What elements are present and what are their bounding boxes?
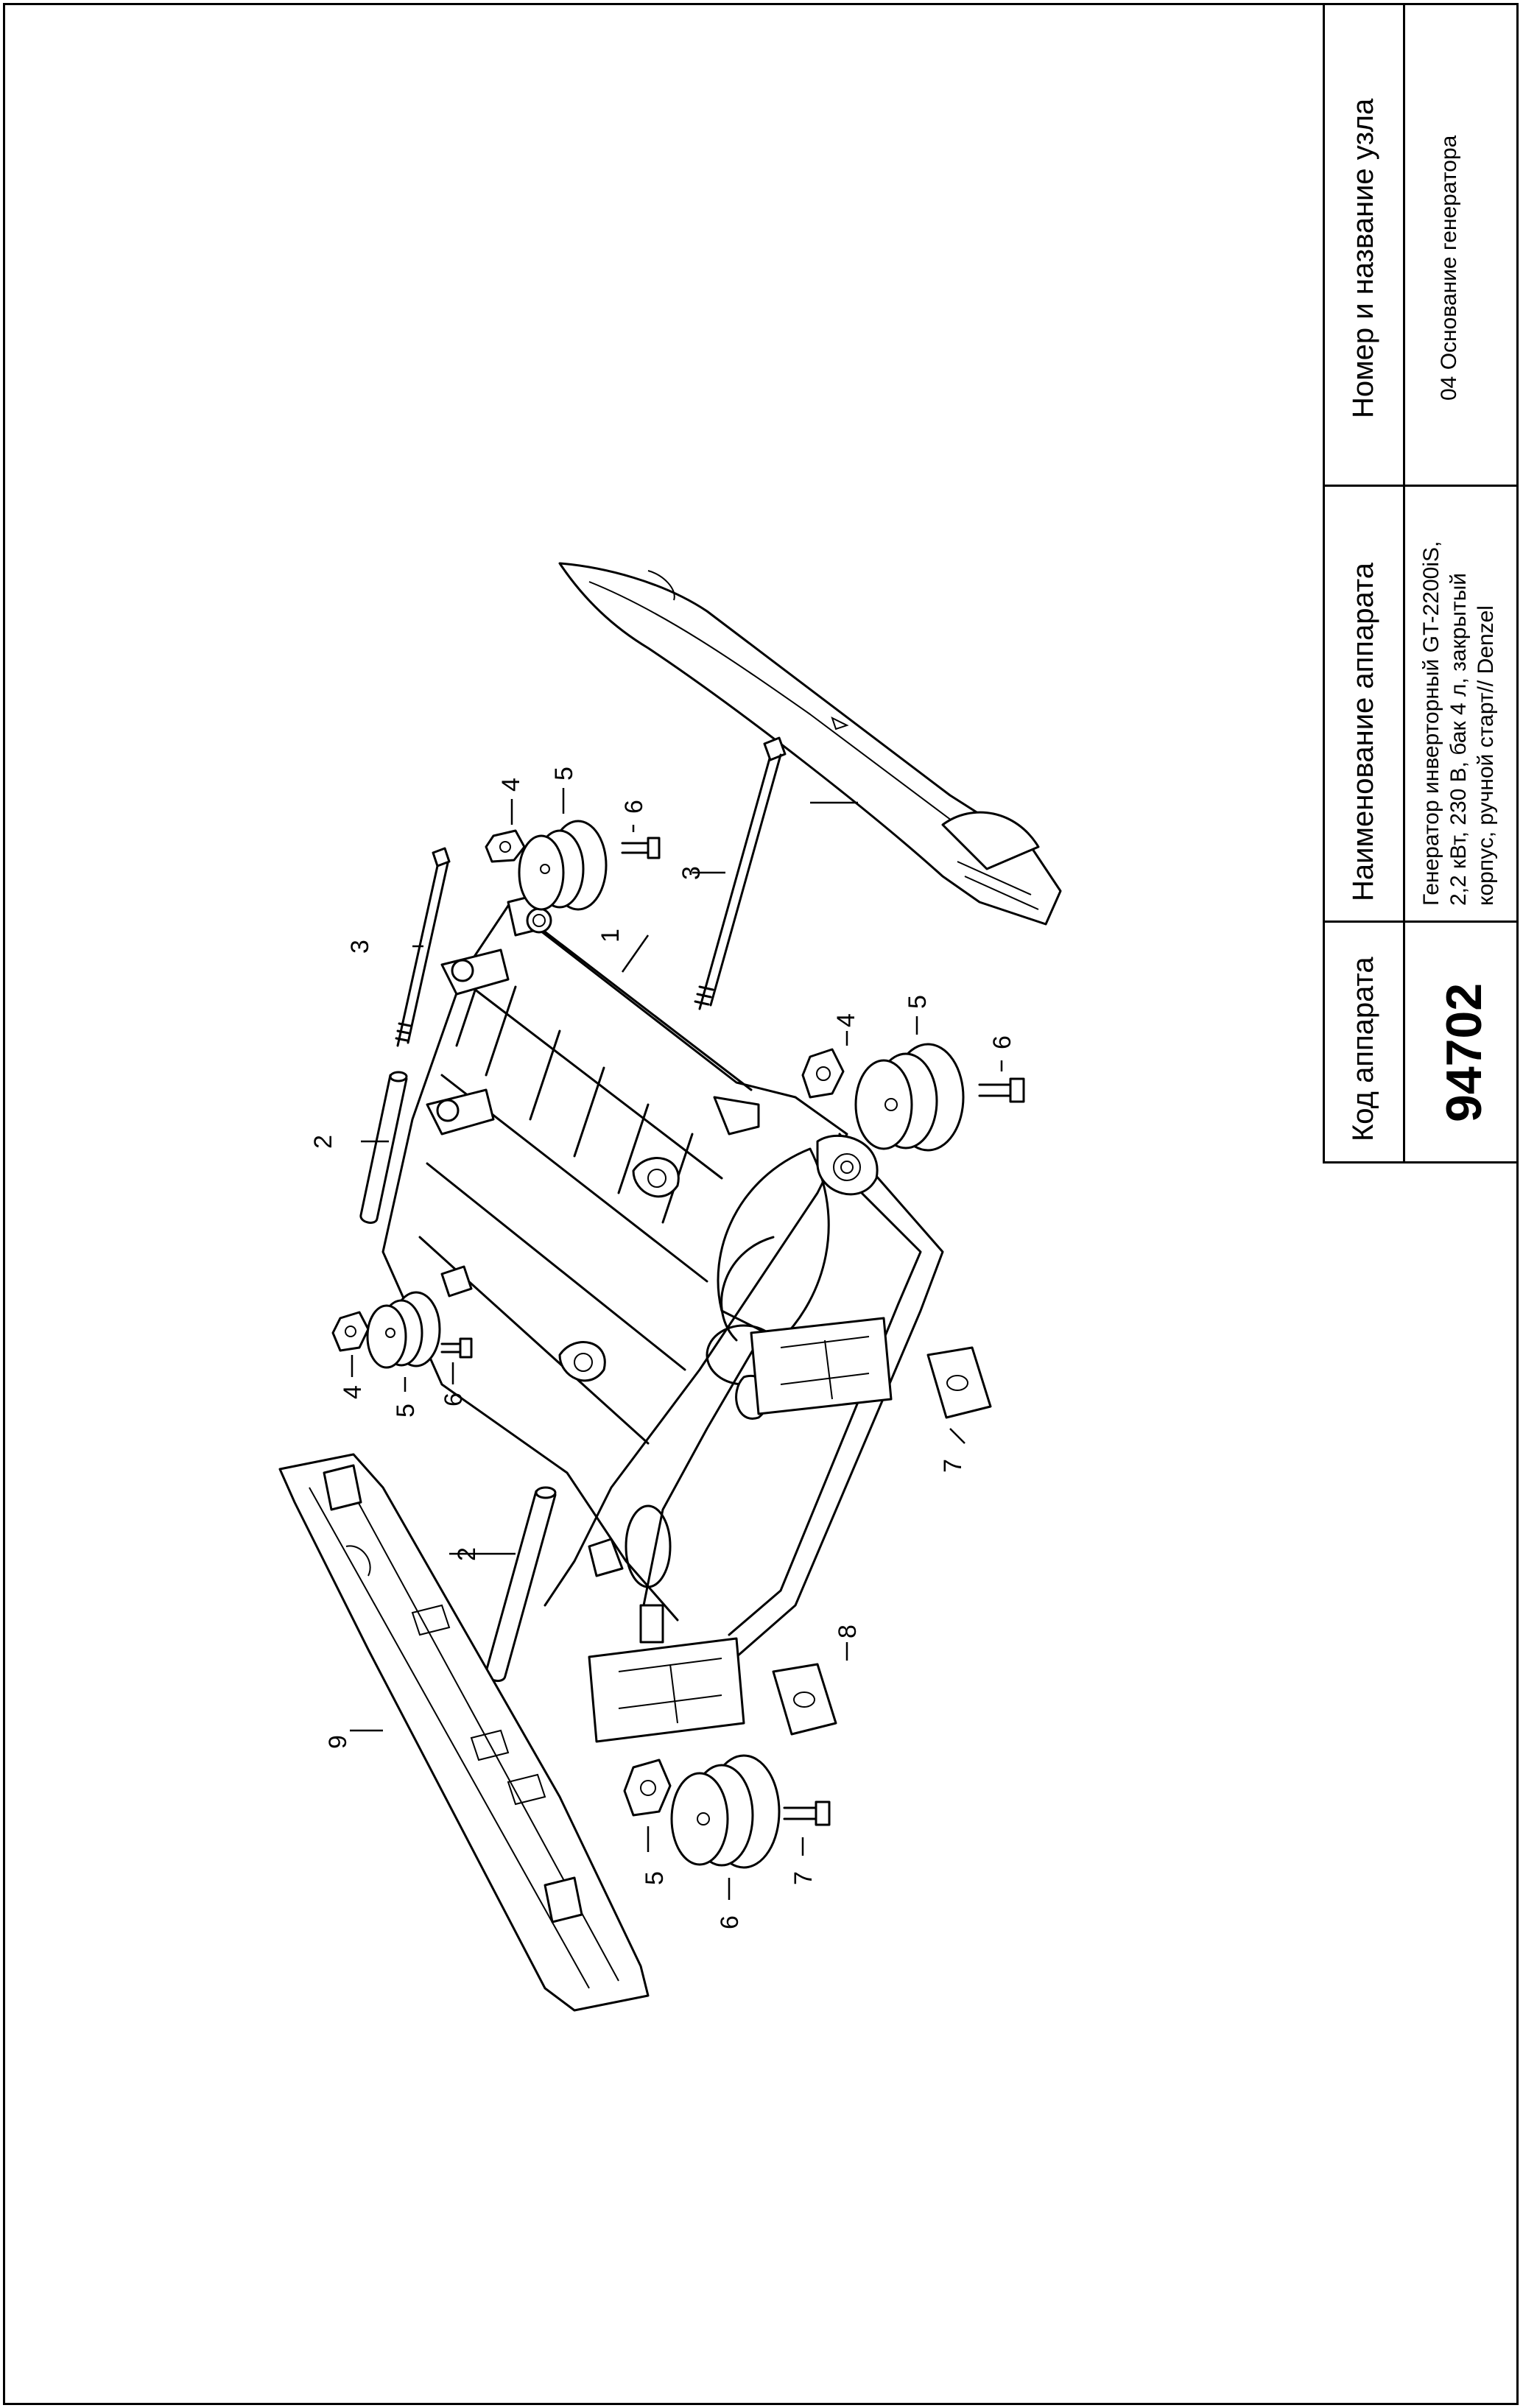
callout-labels: 1 2 2 3 3 4 4 4 5 5 5 5 6 6 6 6 7 7 8 9 <box>309 767 1016 1929</box>
callout-2: 2 <box>309 1135 337 1149</box>
part-7-clip-nut <box>772 1663 837 1736</box>
callout-4: 5 <box>641 1871 669 1885</box>
part-8-side-cover <box>278 1453 650 2012</box>
part-5-rubber-mount <box>854 1043 965 1152</box>
callout-4: 4 <box>339 1385 367 1399</box>
drawing-frame <box>3 3 1519 2405</box>
part-6-bolt <box>783 1800 831 1826</box>
part-5-rubber-mount <box>518 820 608 911</box>
callout-7: 7 <box>939 1459 967 1473</box>
part-6-bolt <box>440 1337 473 1359</box>
part-1-frame <box>381 893 944 1658</box>
callout-6: 6 <box>988 1035 1016 1049</box>
callout-5: 6 <box>716 1915 744 1929</box>
callout-7: 8 <box>834 1624 862 1638</box>
callout-6: 6 <box>620 800 648 814</box>
part-6-bolt <box>621 837 661 859</box>
callout-8: 9 <box>324 1735 352 1749</box>
title-block-row-divider <box>1325 485 1519 487</box>
part-5-rubber-mount <box>366 1291 441 1369</box>
callout-6: 6 <box>440 1393 468 1407</box>
callout-5: 5 <box>550 767 578 781</box>
callout-3: 3 <box>346 940 374 954</box>
part-4-nut <box>623 1759 672 1817</box>
part-3-bolt <box>395 847 451 1047</box>
callout-1: 1 <box>597 929 625 943</box>
part-3-bolt <box>694 736 787 1010</box>
part-4-nut <box>801 1048 845 1099</box>
part-4-nut <box>485 829 526 863</box>
title-block-column-divider <box>1403 3 1405 1161</box>
leader-lines <box>350 788 1003 1900</box>
part-7-clip-nut <box>926 1346 992 1419</box>
part-2-sleeve <box>485 1486 557 1683</box>
callout-6: 7 <box>789 1871 817 1885</box>
callout-4: 4 <box>832 1013 860 1027</box>
callout-5: 5 <box>904 995 932 1009</box>
title-block-row-divider <box>1325 920 1519 923</box>
part-2-sleeve <box>359 1071 408 1224</box>
callout-2: 2 <box>453 1547 481 1561</box>
title-block: Код аппарата 94702 Наименование аппарата… <box>1323 3 1519 1163</box>
callout-4: 4 <box>497 778 525 792</box>
frame-bracket <box>588 1637 745 1743</box>
callout-5: 5 <box>392 1404 420 1418</box>
callout-3: 3 <box>678 866 706 880</box>
part-6-bolt <box>978 1077 1025 1103</box>
part-5-rubber-mount <box>670 1754 781 1869</box>
frame-bracket <box>750 1317 893 1415</box>
part-4-nut <box>331 1311 370 1352</box>
part-9-side-cover <box>558 562 1062 926</box>
